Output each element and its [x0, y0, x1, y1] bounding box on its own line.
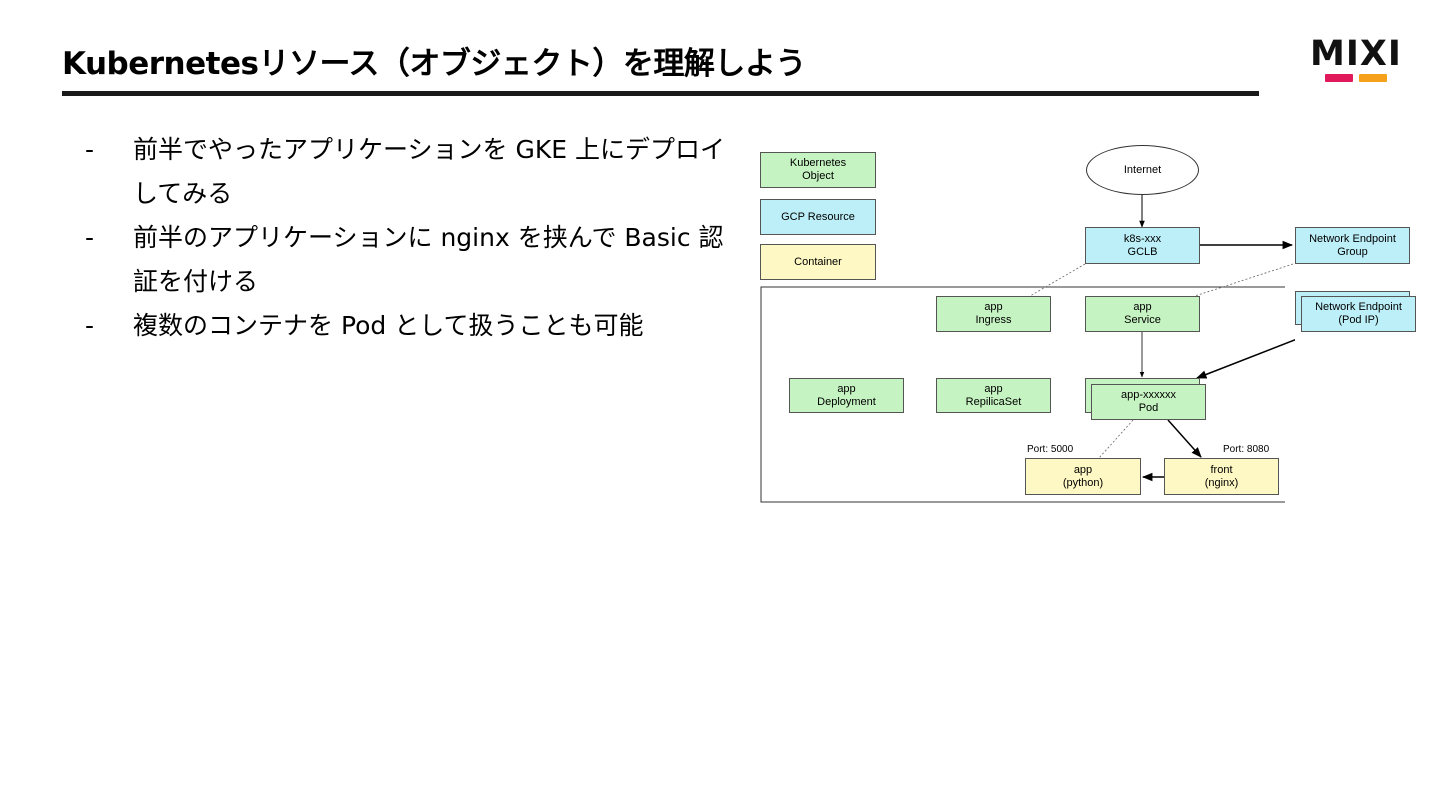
- bullet-text: 前半でやったアプリケーションを GKE 上にデプロイしてみる: [133, 135, 725, 208]
- bullet-item: - 複数のコンテナを Pod として扱うことも可能: [85, 304, 725, 348]
- pod-line1: app-xxxxxx: [1120, 389, 1177, 401]
- container-front-line1: front: [1210, 463, 1233, 476]
- arrow-pod-front: [1167, 419, 1202, 458]
- container-front-line2: (nginx): [1204, 476, 1239, 489]
- dotted-gclb-ingress: [1029, 263, 1086, 297]
- diagram-connectors: [760, 194, 1295, 503]
- architecture-diagram: Kubernetes Object GCP Resource Container…: [755, 140, 1416, 510]
- container-front-node: front (nginx): [1164, 458, 1279, 495]
- pod-node: app-xxxxxx Pod: [1091, 384, 1206, 420]
- legend-gcp-resource: GCP Resource: [760, 199, 876, 235]
- legend-gcp-resource-label: GCP Resource: [781, 210, 855, 223]
- deployment-line2: Deployment: [817, 395, 876, 408]
- internet-node: Internet: [1086, 145, 1199, 195]
- deployment-line1: app: [837, 382, 856, 395]
- service-line1: app: [1133, 301, 1152, 313]
- bullet-text: 前半のアプリケーションに nginx を挟んで Basic 認証を付ける: [133, 223, 724, 296]
- bullet-list: - 前半でやったアプリケーションを GKE 上にデプロイしてみる - 前半のアプ…: [85, 128, 725, 348]
- logo-orange-bar: [1359, 74, 1387, 82]
- network-endpoint-line1: Network Endpoint: [1315, 301, 1402, 313]
- mixi-logo: MIXI: [1310, 34, 1402, 86]
- legend-k8s-object-line1: Kubernetes: [789, 157, 847, 169]
- neg-line2: Group: [1337, 245, 1368, 258]
- legend-k8s-object: Kubernetes Object: [760, 152, 876, 188]
- container-app-line1: app: [1073, 463, 1093, 476]
- replicaset-line1: app: [984, 382, 1003, 395]
- bullet-text: 複数のコンテナを Pod として扱うことも可能: [133, 311, 644, 340]
- ingress-node: app Ingress: [936, 296, 1051, 332]
- legend-k8s-object-line2: Object: [802, 170, 834, 182]
- dotted-pod-app: [1098, 419, 1134, 459]
- dotted-neg-service: [1194, 263, 1294, 297]
- container-app-line2: (python): [1062, 476, 1104, 489]
- bullet-item: - 前半でやったアプリケーションを GKE 上にデプロイしてみる: [85, 128, 725, 216]
- replicaset-node: app RepilicaSet: [936, 378, 1051, 413]
- port-front-label: Port: 8080: [1223, 444, 1270, 455]
- network-endpoint-line2: (Pod IP): [1338, 314, 1379, 326]
- arrow-ne-pod: [1196, 338, 1295, 379]
- legend-container-label: Container: [794, 255, 842, 268]
- replicaset-line2: RepilicaSet: [965, 395, 1022, 408]
- gclb-line1: k8s-xxx: [1123, 232, 1162, 245]
- title-underline: [62, 91, 1259, 96]
- bullet-item: - 前半のアプリケーションに nginx を挟んで Basic 認証を付ける: [85, 216, 725, 304]
- pod-line2: Pod: [1138, 402, 1159, 414]
- internet-label: Internet: [1123, 163, 1162, 176]
- legend-container: Container: [760, 244, 876, 280]
- service-line2: Service: [1124, 314, 1161, 326]
- gclb-node: k8s-xxx GCLB: [1085, 227, 1200, 264]
- service-node: app Service: [1085, 296, 1200, 332]
- neg-line1: Network Endpoint: [1309, 232, 1396, 245]
- ingress-line1: app: [984, 301, 1003, 313]
- ingress-line2: Ingress: [975, 314, 1012, 326]
- bullet-dash: -: [85, 223, 95, 252]
- container-app-node: app (python): [1025, 458, 1141, 495]
- logo-red-bar: [1325, 74, 1353, 82]
- deployment-node: app Deployment: [789, 378, 904, 413]
- cluster-boundary: [760, 286, 1285, 503]
- bullet-dash: -: [85, 135, 95, 164]
- port-app-label: Port: 5000: [1027, 444, 1074, 455]
- bullet-dash: -: [85, 311, 95, 340]
- logo-text: MIXI: [1310, 34, 1402, 74]
- neg-node: Network Endpoint Group: [1295, 227, 1410, 264]
- network-endpoint-node: Network Endpoint (Pod IP): [1301, 296, 1416, 332]
- slide-title: Kubernetesリソース（オブジェクト）を理解しよう: [62, 46, 806, 82]
- gclb-line2: GCLB: [1127, 245, 1158, 258]
